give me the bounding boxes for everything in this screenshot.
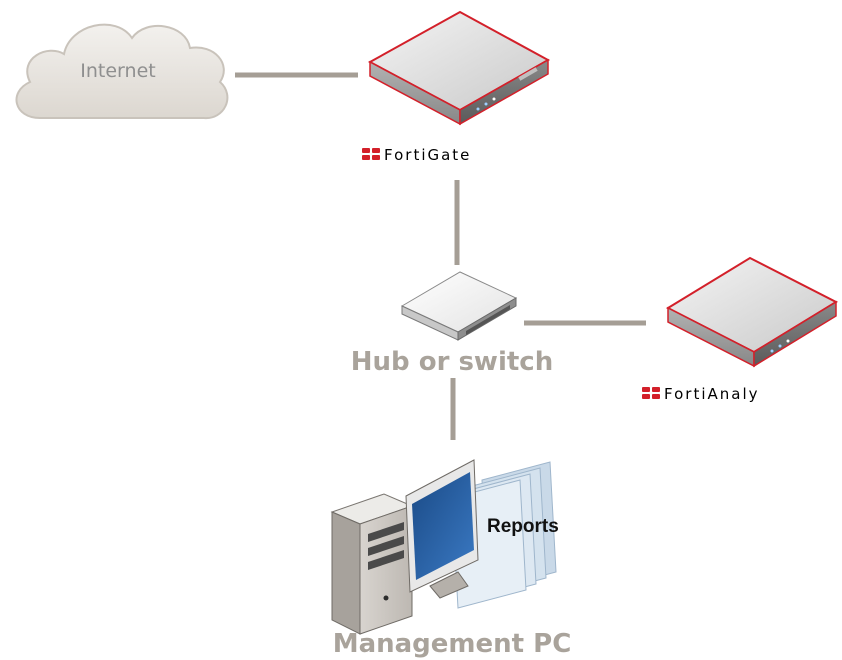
internet-label: Internet — [80, 60, 155, 82]
fortigate-appliance-icon — [367, 10, 551, 126]
hub-label: Hub or switch — [351, 347, 553, 377]
hub-node: Hub or switch — [351, 271, 553, 377]
fortianalyzer-brand-label: FortiAnaly — [664, 385, 760, 403]
management-pc-label: Management PC — [333, 629, 572, 659]
fortianalyzer-appliance-icon — [665, 256, 839, 368]
network-switch-icon — [400, 271, 518, 341]
fortigate-brand-label: FortiGate — [384, 146, 471, 164]
fortinet-logo-icon — [362, 148, 380, 160]
reports-label: Reports — [487, 516, 559, 537]
desktop-computer-icon — [330, 459, 479, 635]
report-pages-icon — [451, 461, 557, 609]
fortinet-logo-icon — [642, 387, 660, 399]
management-pc-node: Reports Management PC — [330, 459, 572, 659]
fortigate-node: FortiGate — [362, 10, 551, 164]
fortianalyzer-node: FortiAnaly — [642, 256, 839, 403]
internet-node: Internet — [15, 23, 229, 120]
cloud-icon — [15, 23, 229, 120]
connectors — [235, 72, 646, 440]
